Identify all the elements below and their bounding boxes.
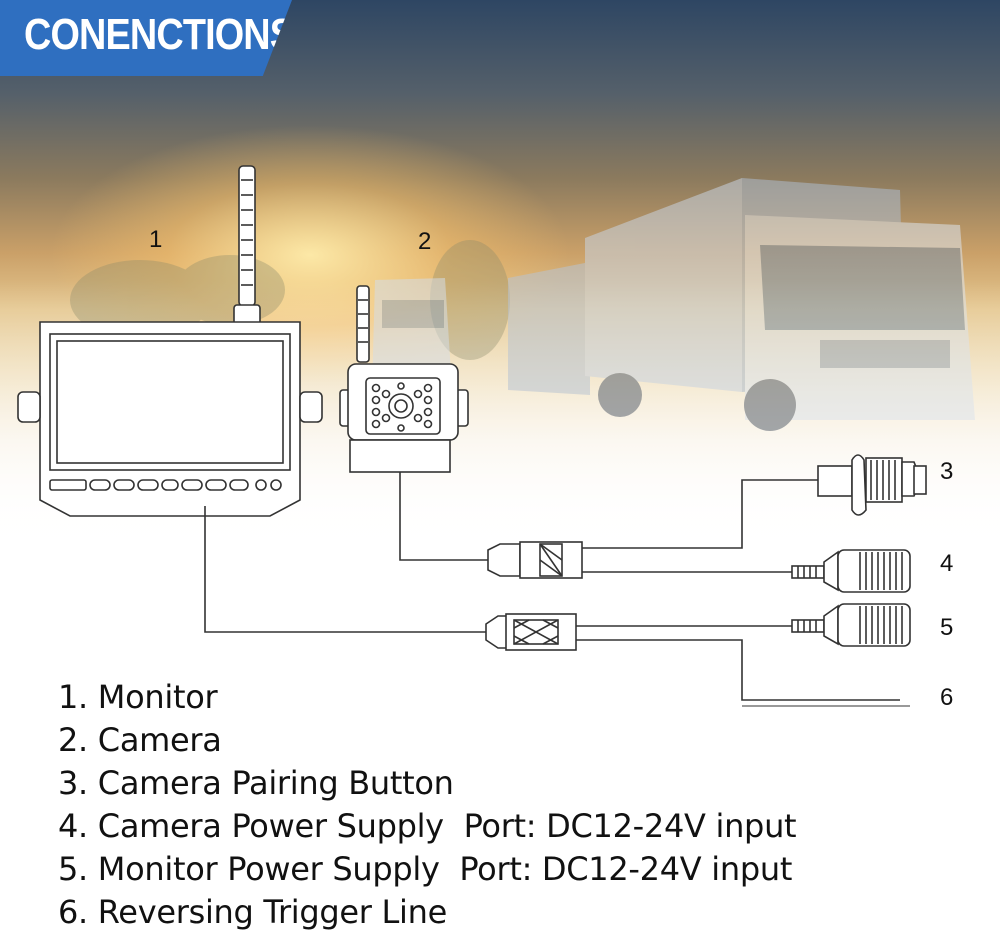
legend-item-reversing-trigger: 6. Reversing Trigger Line xyxy=(58,891,796,934)
callout-6: 6 xyxy=(940,684,953,712)
camera-antenna xyxy=(357,286,369,362)
camera-cable xyxy=(400,472,488,560)
camera xyxy=(340,286,468,472)
monitor-mount-right xyxy=(300,392,322,422)
callout-5: 5 xyxy=(940,614,953,642)
monitor-power-port xyxy=(792,604,910,646)
pairing-button xyxy=(818,455,926,515)
legend-item-pairing-button: 3. Camera Pairing Button xyxy=(58,762,796,805)
callout-3: 3 xyxy=(940,458,953,486)
pairing-button-wire xyxy=(582,480,820,548)
callout-2: 2 xyxy=(418,228,431,256)
monitor-splitter xyxy=(486,614,576,650)
camera-power-port xyxy=(792,550,910,592)
camera-splitter xyxy=(488,542,582,578)
monitor-antenna xyxy=(234,166,260,327)
legend-list: 1. Monitor 2. Camera 3. Camera Pairing B… xyxy=(58,676,796,934)
monitor-mount-left xyxy=(18,392,40,422)
monitor xyxy=(18,166,322,516)
legend-item-camera: 2. Camera xyxy=(58,719,796,762)
legend-item-camera-power: 4. Camera Power Supply Port: DC12-24V in… xyxy=(58,805,796,848)
legend-item-monitor: 1. Monitor xyxy=(58,676,796,719)
callout-1: 1 xyxy=(149,226,162,254)
legend-item-monitor-power: 5. Monitor Power Supply Port: DC12-24V i… xyxy=(58,848,796,891)
monitor-cable xyxy=(205,506,486,632)
callout-4: 4 xyxy=(940,550,953,578)
